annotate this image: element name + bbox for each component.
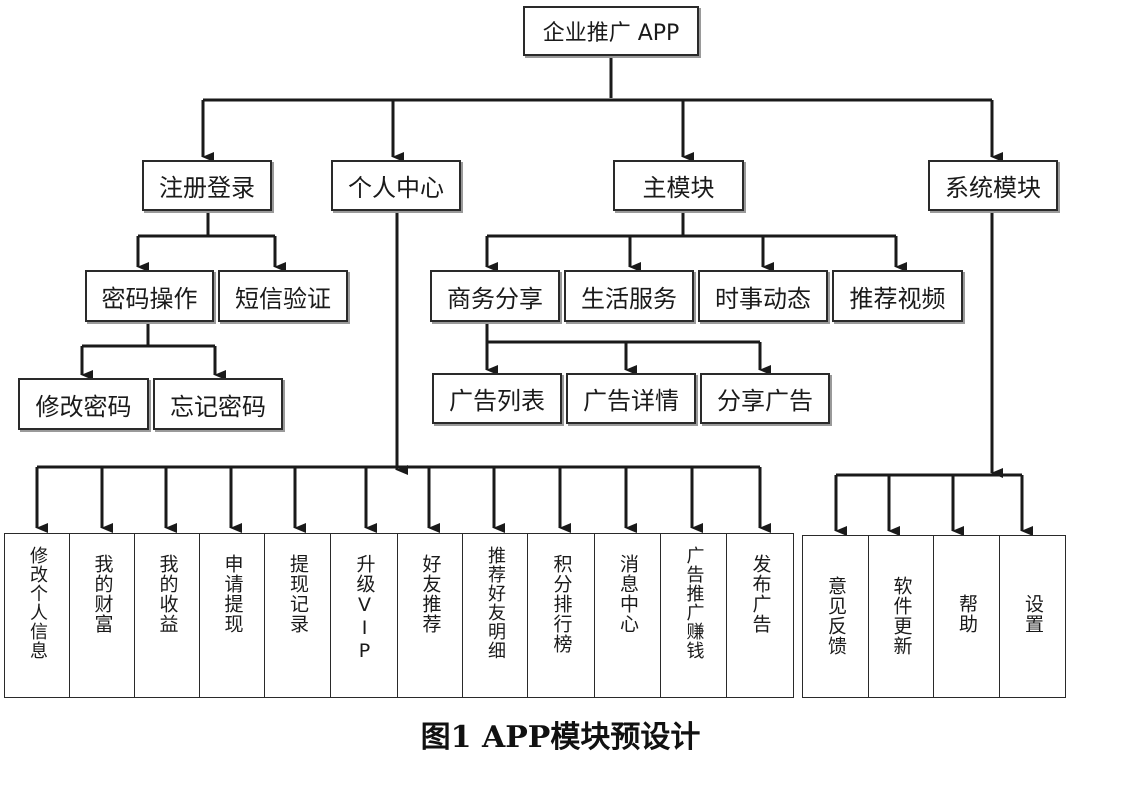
node-system-module: 系统模块 [928,160,1058,211]
leaf-label: 升级VIP [353,554,376,663]
node-change-password: 修改密码 [18,378,149,430]
leaf-label: 帮助 [956,594,978,634]
leaf-publish-ad: 发布广告 [726,533,794,698]
leaf-referral-details: 推荐好友明细 [462,533,528,698]
leaf-upgrade-vip: 升级VIP [330,533,398,698]
leaf-label: 我的财富 [91,554,114,634]
figure-caption: 图1 APP模块预设计 [420,720,701,755]
leaf-label: 申请提现 [221,554,244,634]
leaf-label: 设置 [1022,594,1044,634]
leaf-label: 好友推荐 [419,554,442,634]
leaf-label: 发布广告 [749,554,772,634]
node-life-services: 生活服务 [564,270,694,322]
root-node: 企业推广 APP [523,6,699,56]
node-current-affairs: 时事动态 [698,270,828,322]
leaf-label: 修改个人信息 [27,546,48,660]
leaf-label: 软件更新 [890,576,913,656]
leaf-ad-promotion-earn: 广告推广赚钱 [660,533,727,698]
node-password-ops: 密码操作 [85,270,214,322]
node-recommended-videos: 推荐视频 [832,270,963,322]
leaf-label: 广告推广赚钱 [683,546,705,660]
leaf-my-wealth: 我的财富 [69,533,135,698]
leaf-my-earnings: 我的收益 [134,533,200,698]
leaf-friend-referral: 好友推荐 [397,533,463,698]
leaf-feedback: 意见反馈 [802,535,869,698]
leaf-message-center: 消息中心 [594,533,661,698]
leaf-software-update: 软件更新 [868,535,934,698]
node-ad-details: 广告详情 [566,373,696,424]
leaf-label: 我的收益 [156,554,179,634]
leaf-label: 积分排行榜 [550,554,573,654]
node-main-module: 主模块 [613,160,744,211]
leaf-label: 提现记录 [287,554,309,634]
leaf-help: 帮助 [933,535,1000,698]
leaf-label: 意见反馈 [825,576,847,656]
leaf-label: 消息中心 [617,554,639,634]
leaf-settings: 设置 [999,535,1066,698]
node-personal-center: 个人中心 [331,160,461,211]
leaf-withdraw-request: 申请提现 [199,533,265,698]
node-sms-verify: 短信验证 [218,270,348,322]
leaf-withdraw-records: 提现记录 [264,533,331,698]
node-forgot-password: 忘记密码 [153,378,283,430]
leaf-edit-profile: 修改个人信息 [4,533,70,698]
leaf-label: 推荐好友明细 [485,546,506,660]
node-business-share: 商务分享 [430,270,560,322]
node-register-login: 注册登录 [142,160,272,211]
node-ad-list: 广告列表 [432,373,562,424]
node-share-ad: 分享广告 [700,373,830,424]
leaf-points-ranking: 积分排行榜 [527,533,595,698]
